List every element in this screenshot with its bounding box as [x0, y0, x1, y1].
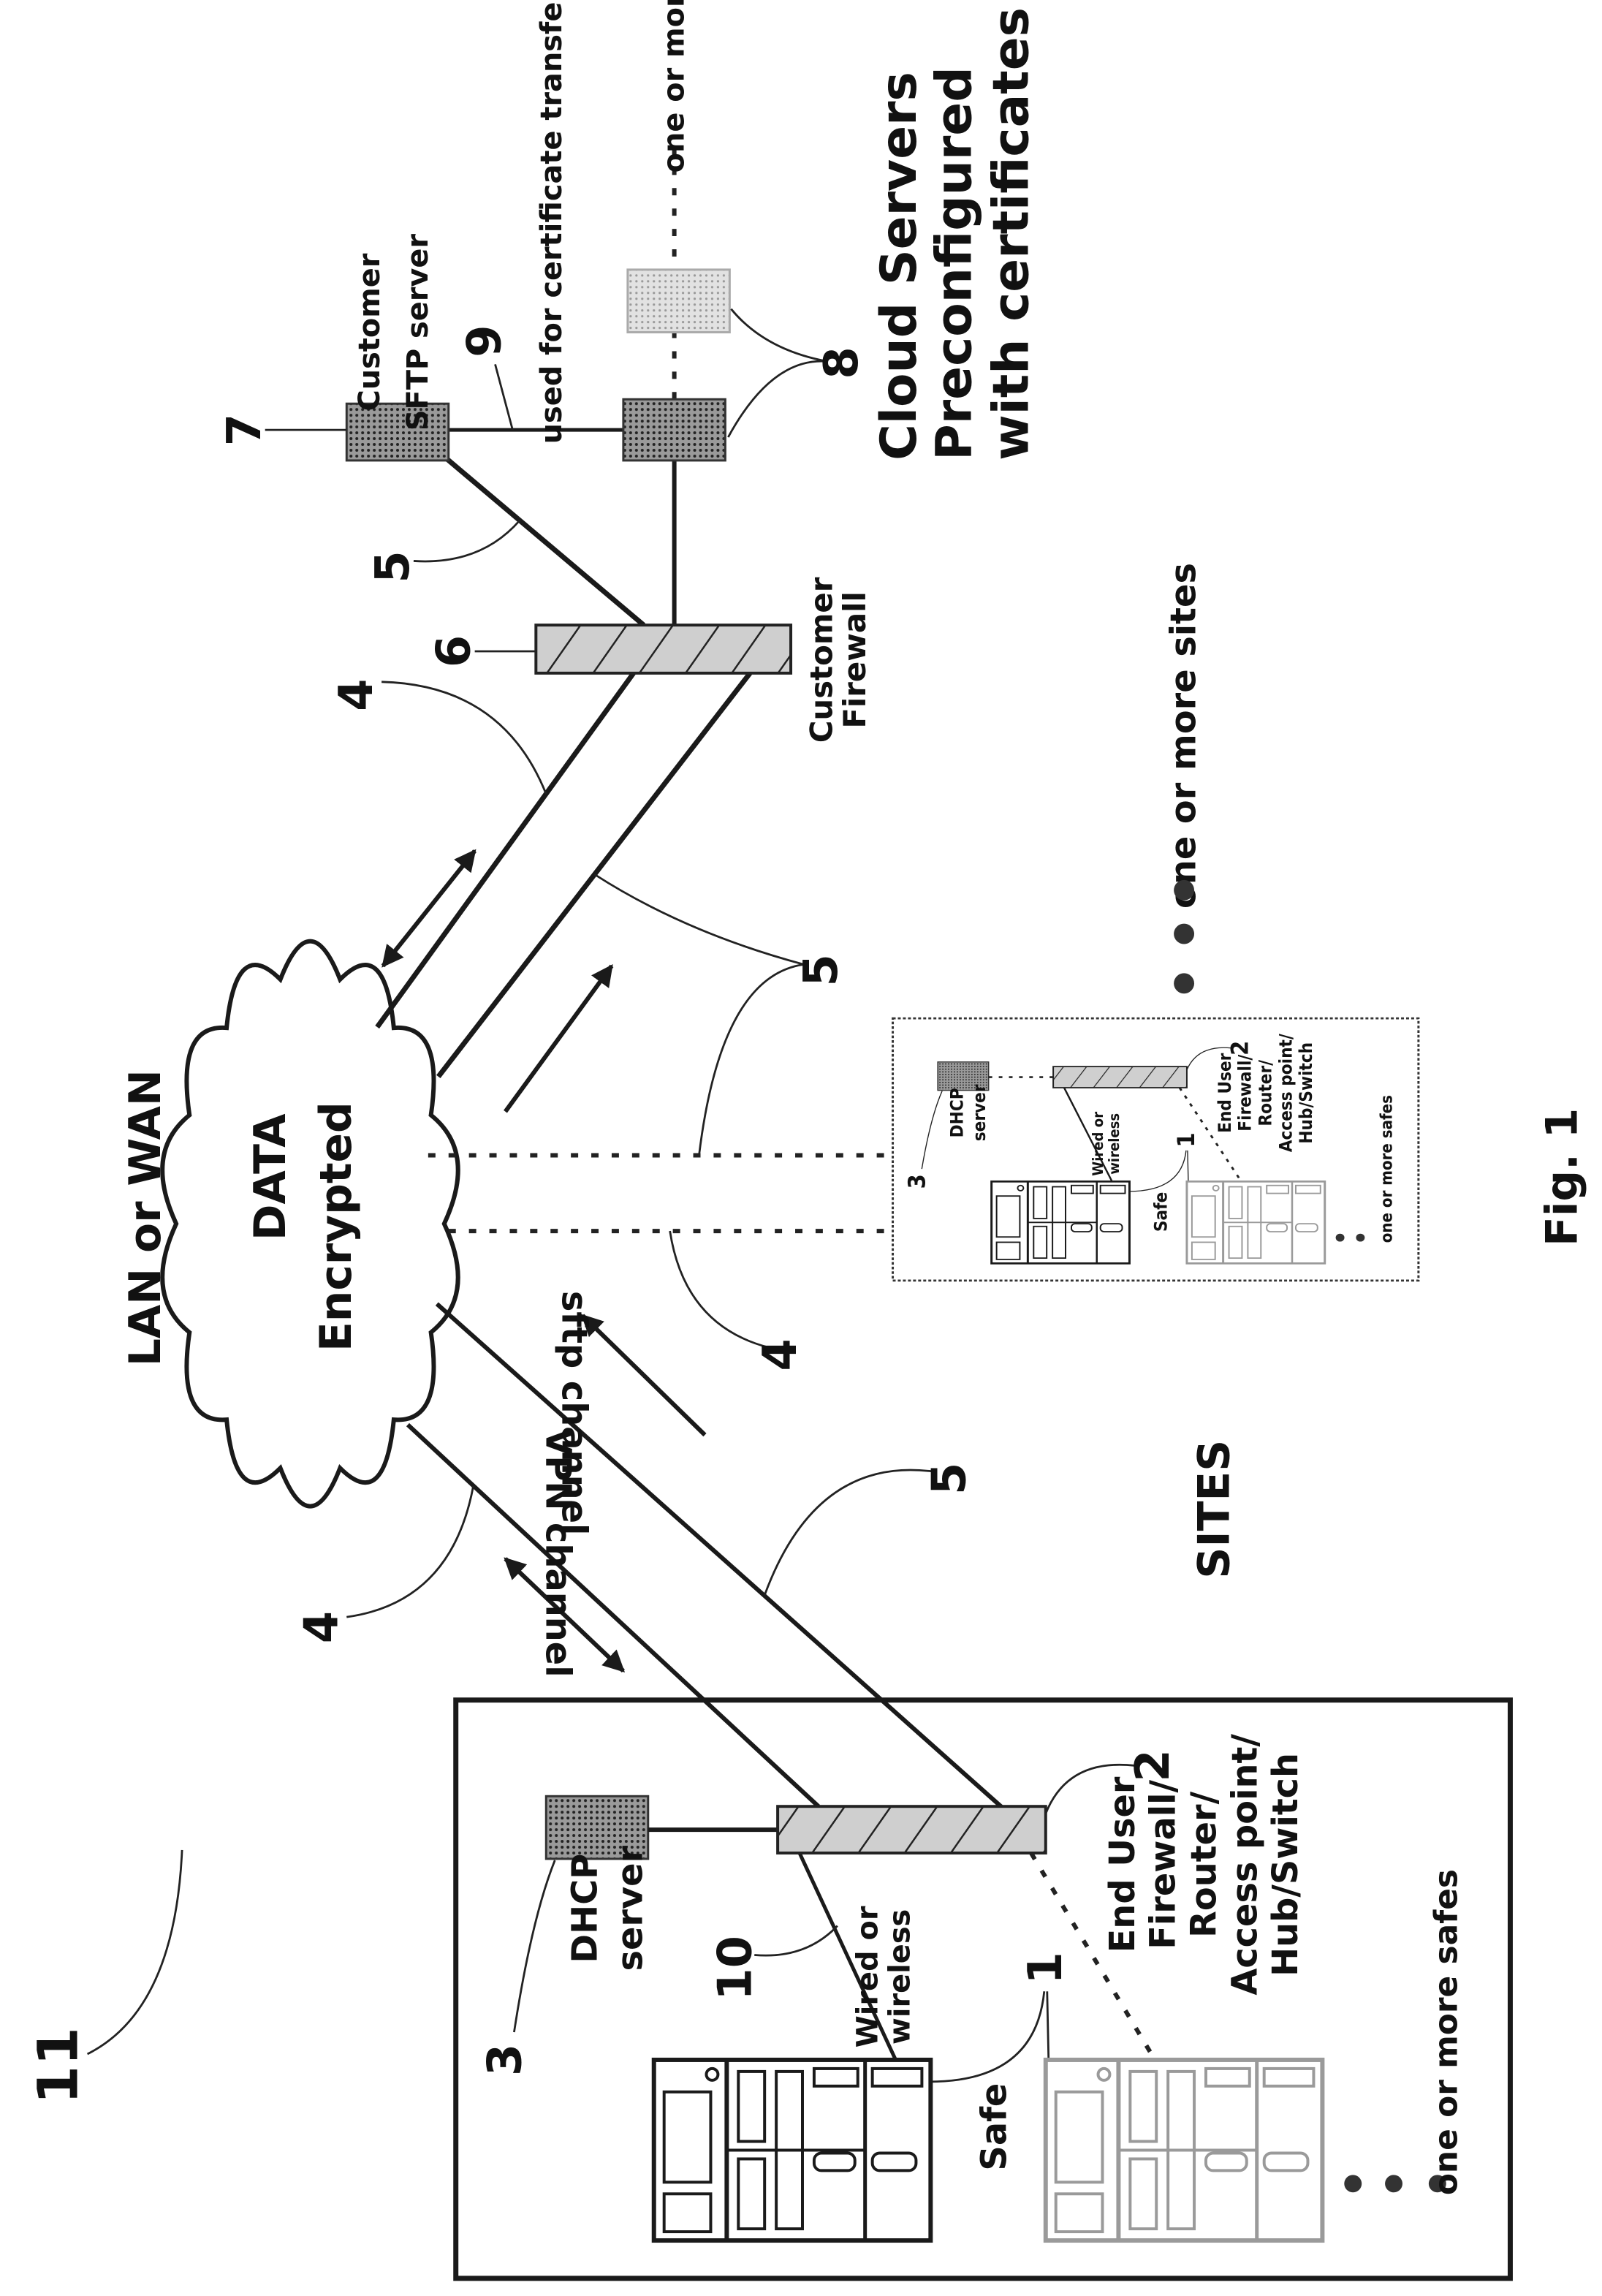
- more-servers-label: one or more: [658, 0, 691, 173]
- ref-9: 9: [458, 325, 512, 357]
- wired-label-1: Wired or: [1090, 1111, 1106, 1175]
- ref-11: 11: [26, 2027, 91, 2104]
- end-user-firewall-icon: [1053, 1066, 1187, 1088]
- cloud-icon: [162, 941, 458, 1507]
- vpn-line-customer: [377, 673, 634, 1027]
- ref-5-mid: 5: [794, 954, 849, 986]
- site-group-main: DHCP server 3 10 Wired or wireless 1 2 E…: [456, 1700, 1511, 2278]
- customer-firewall-icon: [536, 625, 791, 673]
- cloud-servers-label-2: Preconfigured: [925, 67, 983, 461]
- sites-title: SITES: [1189, 1440, 1240, 1579]
- sftp-server-label-2: SFTP server: [401, 234, 435, 431]
- leader-5-top: [414, 520, 520, 561]
- dhcp-label-1: DHCP: [947, 1088, 967, 1137]
- wired-label-1: Wired or: [851, 1906, 885, 2047]
- ref-3: 3: [904, 1174, 931, 1189]
- sftp-server-label-1: Customer: [353, 253, 387, 411]
- sftp-line-site: [437, 1304, 1037, 1838]
- dhcp-label-2: server: [610, 1845, 650, 1971]
- leader-1: [929, 1991, 1048, 2082]
- firewall-label-4: Access point/: [1225, 1734, 1265, 1996]
- ellipsis-dot: [1356, 1234, 1364, 1242]
- safe-icon: [992, 1181, 1130, 1263]
- firewall-label-2: Firewall/: [1144, 1780, 1184, 1950]
- cloud-servers-label-3: with certificates: [982, 7, 1039, 461]
- cloud-label-data: DATA: [246, 1114, 296, 1241]
- ref-10: 10: [708, 1936, 762, 2001]
- leader-5-bottom: [764, 1470, 932, 1595]
- sftp-arrow-icon: [582, 1316, 705, 1435]
- firewall-label-5: Hub/Switch: [1297, 1042, 1316, 1144]
- more-sites-label: one or more sites: [1164, 563, 1204, 909]
- safe-additional-icon: [1046, 2060, 1323, 2240]
- leader-5-mid: [594, 874, 804, 1156]
- ref-4-top: 4: [330, 679, 384, 711]
- network-title: LAN or WAN: [121, 1069, 171, 1366]
- sftp-arrow-customer-icon: [505, 966, 611, 1111]
- cloud-servers-label-1: Cloud Servers: [870, 72, 927, 461]
- leader-1: [1128, 1151, 1188, 1191]
- ref-4-bottom: 4: [295, 1611, 349, 1643]
- firewall-label-5: Hub/Switch: [1266, 1753, 1306, 1977]
- site-group-secondary: DHCP server 3 Wired or wireless 1 2 End …: [893, 1018, 1419, 1281]
- firewall-label-3: Router/: [1256, 1059, 1276, 1126]
- safe-label: Safe: [1152, 1192, 1172, 1232]
- ref-1: 1: [1019, 1952, 1073, 1984]
- leader-4-mid: [670, 1231, 770, 1347]
- ellipsis-dot: [1344, 2175, 1362, 2192]
- firewall-label-1: End User: [1215, 1053, 1235, 1133]
- ref-1: 1: [1174, 1132, 1201, 1147]
- firewall-label-1: End User: [1103, 1776, 1143, 1952]
- ref-4-mid: 4: [753, 1338, 808, 1371]
- safe-icon: [654, 2060, 931, 2240]
- leader-11: [88, 1850, 183, 2054]
- cloud-server-icon: [623, 399, 725, 461]
- ellipsis-dot: [1174, 924, 1194, 944]
- ref-6: 6: [428, 635, 482, 667]
- ref-5-top: 5: [366, 550, 420, 583]
- leader-8: [728, 309, 827, 437]
- ellipsis-dot: [1385, 2175, 1402, 2192]
- ref-5-bottom: 5: [922, 1463, 976, 1495]
- ellipsis-dot: [1174, 880, 1194, 901]
- wired-label-2: wireless: [1106, 1113, 1123, 1175]
- more-safes-label: one or more safes: [1427, 1869, 1465, 2195]
- firewall-label-4: Access point/: [1276, 1034, 1296, 1153]
- figure-label: Fig. 1: [1538, 1108, 1588, 1246]
- cloud-server-additional-icon: [628, 270, 729, 333]
- leader-10: [754, 1926, 838, 1956]
- customer-firewall-label-2: Firewall: [837, 591, 873, 728]
- ref-3: 3: [478, 2044, 532, 2076]
- safe-additional-icon: [1187, 1181, 1325, 1263]
- ref-7: 7: [218, 414, 272, 446]
- end-user-firewall-icon: [778, 1806, 1046, 1853]
- vpn-line-site: [408, 1425, 819, 1806]
- leader-4-top: [381, 682, 546, 794]
- safe-label: Safe: [975, 2083, 1015, 2171]
- leader-3: [922, 1091, 942, 1170]
- ellipsis-dot: [1336, 1234, 1345, 1242]
- leader-9: [496, 364, 513, 430]
- customer-firewall-label-1: Customer: [803, 577, 839, 743]
- cloud-label-encrypted: Encrypted: [311, 1102, 362, 1352]
- sftp-channel-label: sftp channel: [554, 1291, 594, 1536]
- more-safes-label: one or more safes: [1378, 1095, 1396, 1243]
- leader-3: [514, 1860, 555, 2032]
- wired-label-2: wireless: [884, 1909, 917, 2045]
- leader-4-bottom: [346, 1486, 473, 1617]
- firewall-label-3: Router/: [1184, 1791, 1224, 1938]
- dhcp-label-2: server: [970, 1084, 990, 1142]
- firewall-to-sftp-line: [439, 452, 644, 625]
- ref-8: 8: [815, 346, 869, 379]
- dhcp-label-1: DHCP: [566, 1854, 606, 1963]
- ellipsis-dot: [1174, 973, 1194, 993]
- certificate-transfer-label: used for certificate transfer: [535, 0, 569, 444]
- firewall-label-2: Firewall/: [1236, 1054, 1256, 1132]
